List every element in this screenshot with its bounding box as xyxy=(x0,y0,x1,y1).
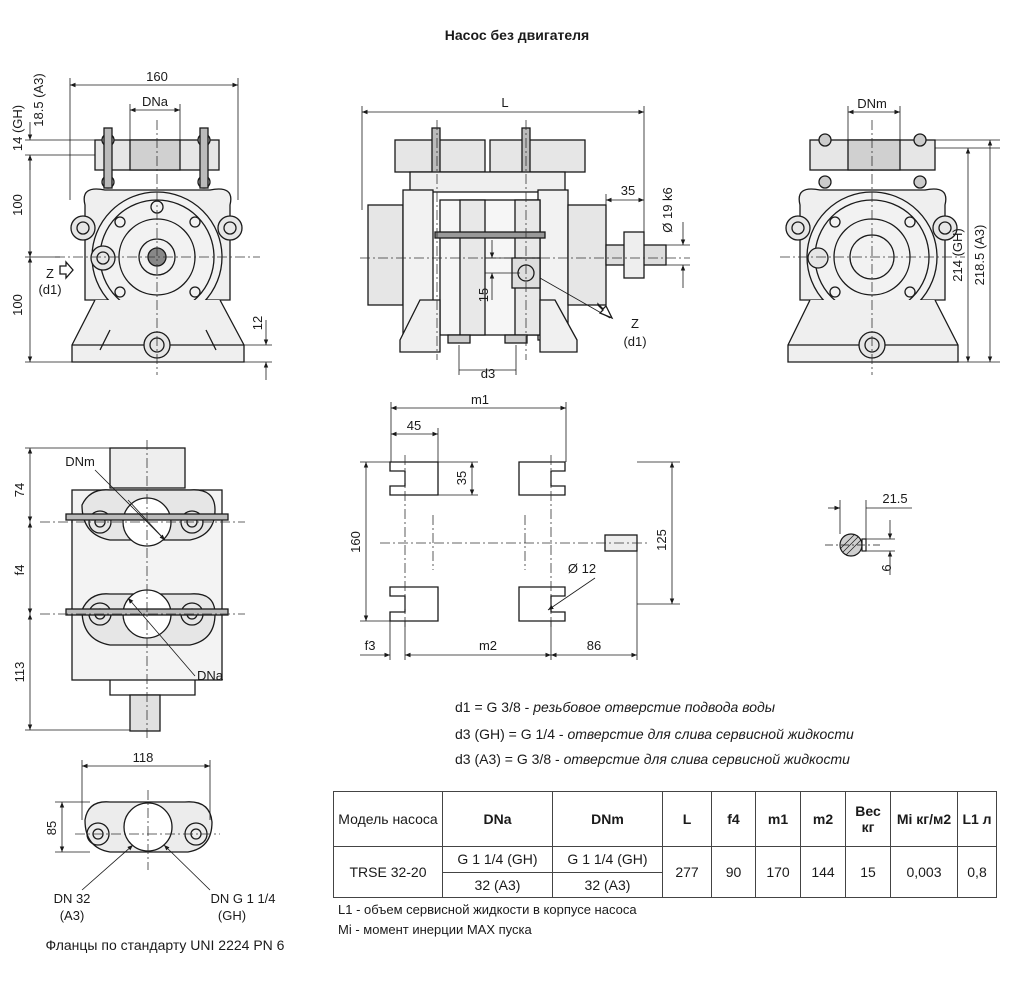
th-model: Модель насоса xyxy=(333,791,443,847)
td-m2: 144 xyxy=(800,846,846,898)
th-L: L xyxy=(662,791,712,847)
flange-view-labels: 118 85 DN 32 (A3) DN G 1 1/4 (GH) Фланцы… xyxy=(44,750,285,953)
td-dnm-a3: 32 (A3) xyxy=(552,871,663,898)
spec-table-header: Модель насоса DNa DNm L f4 m1 m2 Вес кг … xyxy=(333,791,997,847)
note-d1: d1 = G 3/8 - резьбовое отверстие подвода… xyxy=(455,699,775,715)
top-dnm-label: DNm xyxy=(65,454,95,469)
note-d3-gh-code: d3 (GH) = G 1/4 - xyxy=(455,726,568,742)
side-z-label: Z xyxy=(631,316,639,331)
td-L: 277 xyxy=(662,846,712,898)
th-l1: L1 л xyxy=(957,791,997,847)
base-hole-label: Ø 12 xyxy=(568,561,596,576)
top-view-labels: DNm 74 f4 113 DNa xyxy=(12,454,224,683)
spec-table: Модель насоса DNa DNm L f4 m1 m2 Вес кг … xyxy=(333,791,997,898)
th-f4: f4 xyxy=(711,791,756,847)
note-d1-code: d1 = G 3/8 - xyxy=(455,699,534,715)
th-dna: DNa xyxy=(442,791,553,847)
base-view-labels: m1 45 35 160 125 Ø 12 f3 m2 86 xyxy=(348,392,669,653)
base-125-label: 125 xyxy=(654,529,669,551)
rear-214-label: 214 (GH) xyxy=(950,228,965,281)
flange-dn32-label: DN 32 xyxy=(54,891,91,906)
front-z-label: Z xyxy=(46,266,54,281)
td-dna-a3: 32 (A3) xyxy=(442,871,553,898)
base-45-label: 45 xyxy=(407,418,421,433)
flange-view xyxy=(55,760,220,891)
rear-view-labels: DNm 214 (GH) 218.5 (A3) xyxy=(857,96,987,285)
td-m1: 170 xyxy=(755,846,801,898)
front-dna-label: DNa xyxy=(142,94,169,109)
side-d1-label: (d1) xyxy=(623,334,646,349)
rear-dnm-label: DNm xyxy=(857,96,887,111)
top-view xyxy=(25,440,245,740)
flange-dng-label: DN G 1 1/4 xyxy=(210,891,275,906)
key-detail-labels: 21.5 6 xyxy=(879,491,908,572)
flange-85-label: 85 xyxy=(44,821,59,835)
td-f4: 90 xyxy=(711,846,756,898)
drawing-title: Насос без двигателя xyxy=(445,27,589,43)
side-d3-label: d3 xyxy=(481,366,495,381)
side-15-label: 15 xyxy=(476,288,491,302)
front-100-bot-label: 100 xyxy=(10,294,25,316)
side-35-label: 35 xyxy=(621,183,635,198)
top-74-label: 74 xyxy=(12,483,27,497)
top-f4-label: f4 xyxy=(12,565,27,576)
front-12-label: 12 xyxy=(250,316,265,330)
th-m2: m2 xyxy=(800,791,846,847)
td-mi: 0,003 xyxy=(890,846,958,898)
th-dnm: DNm xyxy=(552,791,663,847)
td-l1: 0,8 xyxy=(957,846,997,898)
key-215-label: 21.5 xyxy=(882,491,907,506)
footnote-mi: Mi - момент инерции MAX пуска xyxy=(338,922,532,937)
th-m1: m1 xyxy=(755,791,801,847)
spec-table-subrow: 32 (A3) 32 (A3) xyxy=(334,871,997,898)
base-m1-label: m1 xyxy=(471,392,489,407)
flange-caption: Фланцы по стандарту UNI 2224 PN 6 xyxy=(46,937,285,953)
flange-118-label: 118 xyxy=(133,750,154,765)
front-100-top-label: 100 xyxy=(10,194,25,216)
note-d3-gh: d3 (GH) = G 1/4 - отверстие для слива се… xyxy=(455,726,854,742)
spec-table-row: TRSE 32-20 G 1 1/4 (GH) G 1 1/4 (GH) 277… xyxy=(333,846,997,898)
td-model: TRSE 32-20 xyxy=(333,846,443,898)
flange-dng-sub-label: (GH) xyxy=(218,908,246,923)
td-dna-gh: G 1 1/4 (GH) xyxy=(442,846,553,873)
th-mi: Mi кг/м2 xyxy=(890,791,958,847)
base-35-label: 35 xyxy=(454,471,469,485)
front-view-labels: 160 DNa 14 (GH) 18.5 (A3) 100 100 12 Z (… xyxy=(10,69,265,330)
base-m2-label: m2 xyxy=(479,638,497,653)
note-d3-gh-text: отверстие для слива сервисной жидкости xyxy=(567,726,854,742)
key-detail xyxy=(825,500,912,575)
front-view xyxy=(25,78,272,380)
side-view xyxy=(360,106,690,375)
note-d3-a3-text: отверстие для слива сервисной жидкости xyxy=(563,751,850,767)
key-6-label: 6 xyxy=(879,564,894,571)
footnote-l1: L1 - объем сервисной жидкости в корпусе … xyxy=(338,902,637,917)
note-d3-a3-code: d3 (A3) = G 3/8 - xyxy=(455,751,564,767)
base-view xyxy=(360,402,680,660)
td-dnm-gh: G 1 1/4 (GH) xyxy=(552,846,663,873)
flange-dn32-sub-label: (A3) xyxy=(60,908,85,923)
note-d1-text: резьбовое отверстие подвода воды xyxy=(533,699,776,715)
base-86-label: 86 xyxy=(587,638,601,653)
td-weight: 15 xyxy=(845,846,891,898)
front-14-label: 14 (GH) xyxy=(10,105,25,151)
front-18-label: 18.5 (A3) xyxy=(31,73,46,126)
base-160-label: 160 xyxy=(348,531,363,553)
front-width-label: 160 xyxy=(146,69,168,84)
top-dna-label: DNa xyxy=(197,668,224,683)
note-d3-a3: d3 (A3) = G 3/8 - отверстие для слива се… xyxy=(455,751,850,767)
th-weight: Вес кг xyxy=(845,791,891,847)
front-d1-label: (d1) xyxy=(38,282,61,297)
top-113-label: 113 xyxy=(12,662,27,683)
rear-218-label: 218.5 (A3) xyxy=(972,225,987,286)
base-f3-label: f3 xyxy=(365,638,376,653)
side-L-label: L xyxy=(501,95,508,110)
rear-view xyxy=(780,106,1000,375)
side-shaft-label: Ø 19 k6 xyxy=(660,187,675,233)
side-view-labels: L 35 Ø 19 k6 15 d3 Z (d1) xyxy=(476,95,675,381)
